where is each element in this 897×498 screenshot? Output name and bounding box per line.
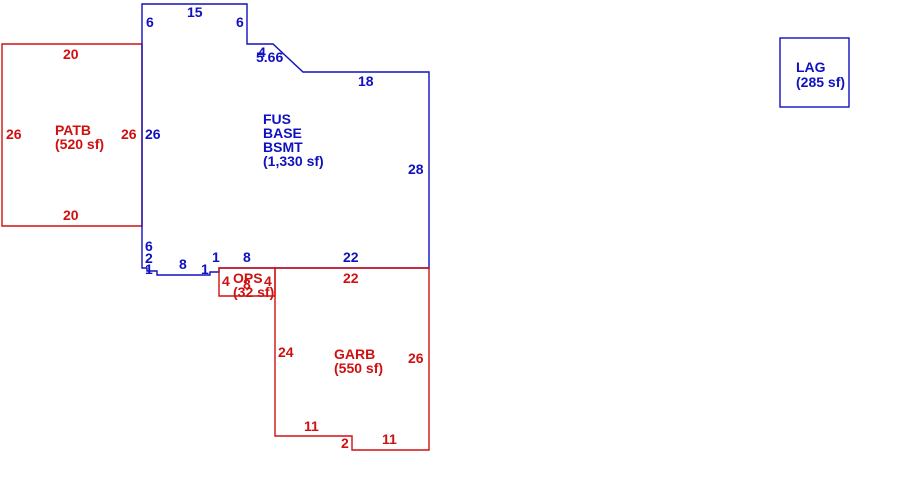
dim-fus-low-2: 2 — [145, 250, 153, 266]
garb-area-label: (550 sf) — [334, 360, 383, 376]
dim-garb-top: 22 — [343, 270, 359, 286]
dim-fus-upper-right: 18 — [358, 73, 374, 89]
lag-area-label: (285 sf) — [796, 74, 845, 90]
dim-patb-top: 20 — [63, 46, 79, 62]
fus-label-line-1: FUS — [263, 111, 291, 127]
dim-patb-left: 26 — [6, 126, 22, 142]
dim-fus-top: 15 — [187, 4, 203, 20]
patb-code-label: PATB — [55, 122, 91, 138]
dim-garb-bottom-right: 11 — [382, 431, 397, 447]
dim-garb-left: 24 — [278, 344, 294, 360]
dim-ops-top: 8 — [243, 276, 251, 292]
ops-area-label: (32 sf) — [233, 284, 274, 300]
dim-fus-low-1a: 1 — [145, 261, 153, 277]
dim-fus-notch-left: 6 — [146, 14, 154, 30]
dim-fus-low-8a: 8 — [179, 256, 187, 272]
dim-fus-low-1c: 1 — [212, 249, 220, 265]
dim-fus-low-1b: 1 — [201, 261, 209, 277]
dim-fus-low-6: 6 — [145, 238, 153, 254]
dim-ops-right: 4 — [264, 273, 272, 289]
fus-area-label: (1,330 sf) — [263, 153, 324, 169]
dim-fus-low-8b: 8 — [243, 249, 251, 265]
garb-code-label: GARB — [334, 346, 375, 362]
dim-fus-diag: 5.66 — [256, 49, 283, 65]
lag-outline — [779, 37, 850, 108]
garb-outline — [274, 267, 430, 451]
dim-fus-left: 26 — [145, 126, 161, 142]
dim-fus-notch-right: 6 — [236, 14, 244, 30]
dim-patb-bottom: 20 — [63, 207, 79, 223]
dim-garb-bottom-left: 11 — [304, 418, 319, 434]
dim-fus-step-small: 4 — [258, 44, 266, 60]
fus-label-line-3: BSMT — [263, 139, 303, 155]
dim-fus-bottom: 22 — [343, 249, 359, 265]
dim-garb-jog: 2 — [341, 435, 349, 451]
lag-code-label: LAG — [796, 59, 826, 75]
patb-area-label: (520 sf) — [55, 136, 104, 152]
dim-fus-right: 28 — [408, 161, 424, 177]
dim-ops-left: 4 — [222, 273, 230, 289]
dim-patb-right: 26 — [121, 126, 137, 142]
fus-label-line-2: BASE — [263, 125, 302, 141]
dim-garb-right: 26 — [408, 350, 424, 366]
ops-code-label: OPS — [233, 270, 263, 286]
